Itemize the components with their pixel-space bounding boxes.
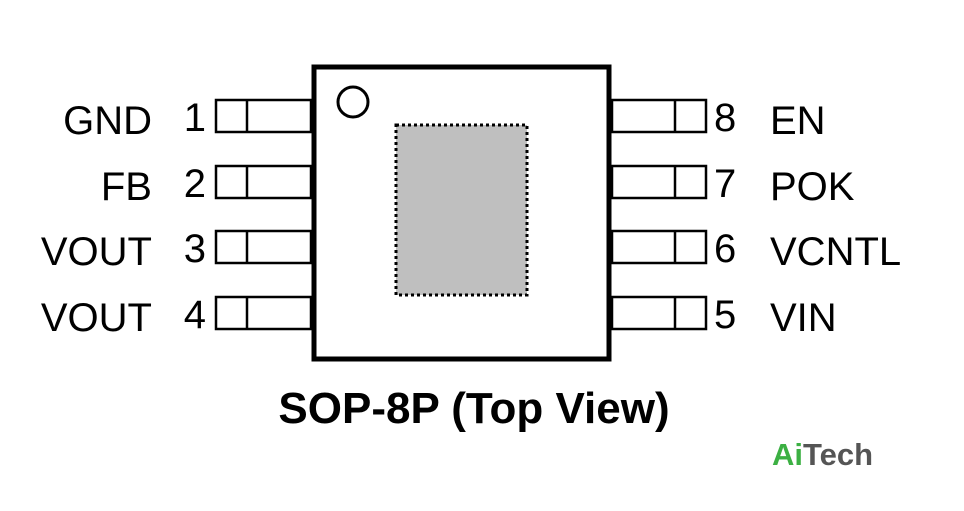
thermal-pad xyxy=(394,123,529,297)
pin-number: 8 xyxy=(714,96,736,140)
right-pins: 8 EN 7 POK 6 VCNTL 5 VIN xyxy=(610,96,901,340)
pin-number: 4 xyxy=(184,293,206,337)
brand-part-tech: Tech xyxy=(803,437,873,472)
pin-lead xyxy=(214,98,313,134)
pin-name: VCNTL xyxy=(770,230,901,274)
pin-lead xyxy=(214,229,313,265)
diagram-caption: SOP-8P (Top View) xyxy=(278,384,669,433)
pin-lead xyxy=(610,98,708,134)
pin-number: 6 xyxy=(714,227,736,271)
pin-number: 3 xyxy=(184,227,206,271)
left-pins: 1 GND 2 FB 3 VOUT 4 VOUT xyxy=(41,96,313,340)
pin-2: 2 FB xyxy=(101,162,313,209)
pin-1: 1 GND xyxy=(63,96,313,143)
pin-name: VOUT xyxy=(41,296,152,340)
pin-number: 5 xyxy=(714,293,736,337)
pin-4: 4 VOUT xyxy=(41,293,313,340)
pin-lead xyxy=(214,295,313,331)
pin-name: EN xyxy=(770,99,826,143)
pin-name: GND xyxy=(63,99,152,143)
pin1-marker-circle xyxy=(336,85,370,119)
pin-name: POK xyxy=(770,165,855,209)
pin-number: 1 xyxy=(184,96,206,140)
pin-8: 8 EN xyxy=(610,96,826,143)
pin-3: 3 VOUT xyxy=(41,227,313,274)
pin-lead xyxy=(610,229,708,265)
pin-6: 6 VCNTL xyxy=(610,227,901,274)
pin-lead xyxy=(610,295,708,331)
pin-name: VIN xyxy=(770,296,837,340)
brand-logo: AiTech xyxy=(772,437,873,472)
pin-7: 7 POK xyxy=(610,162,855,209)
pin-lead xyxy=(214,164,313,200)
pin-number: 7 xyxy=(714,162,736,206)
pin-5: 5 VIN xyxy=(610,293,837,340)
pin-number: 2 xyxy=(184,162,206,206)
pin-name: FB xyxy=(101,165,152,209)
pin-lead xyxy=(610,164,708,200)
pin-name: VOUT xyxy=(41,230,152,274)
brand-part-ai: Ai xyxy=(772,437,803,472)
